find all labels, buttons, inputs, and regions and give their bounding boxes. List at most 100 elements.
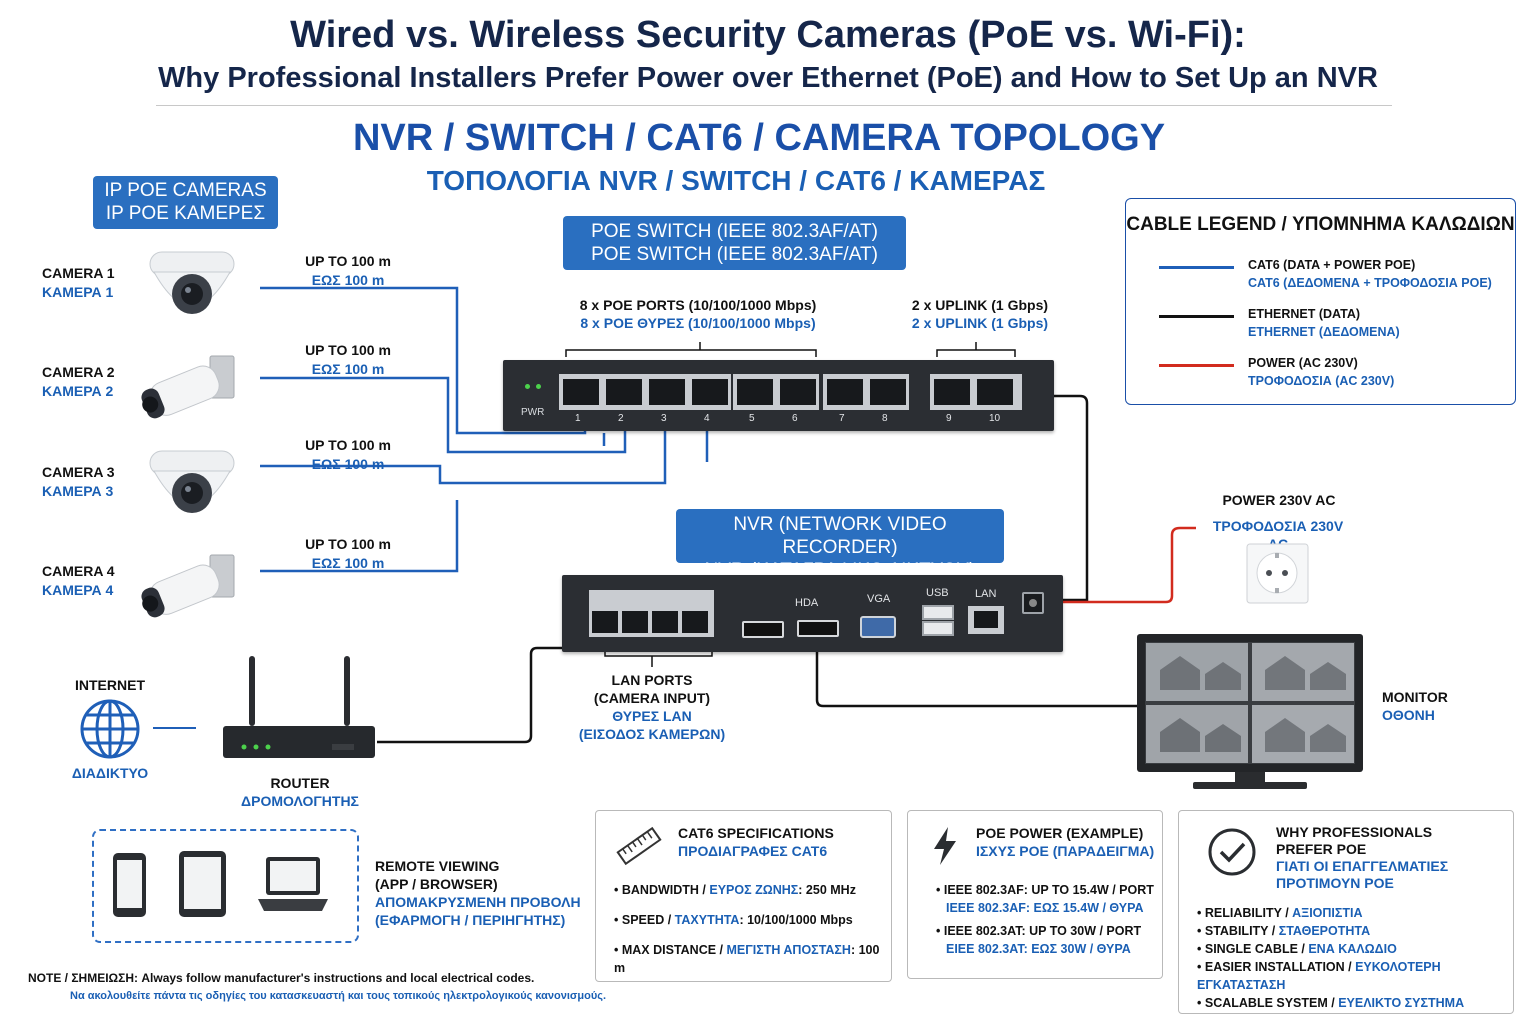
why-title-en1: WHY PROFESSIONALS <box>1276 824 1433 840</box>
port-number-label: 6 <box>792 413 798 424</box>
page-subtitle: Why Professional Installers Prefer Power… <box>158 62 1378 94</box>
switch-port-7[interactable] <box>827 379 863 405</box>
uplink-cable <box>1053 394 1089 602</box>
nvr-uplink-lan-port[interactable] <box>968 606 1004 634</box>
usb-port-2[interactable] <box>922 621 954 636</box>
switch-port-8[interactable] <box>870 379 906 405</box>
router-label: ROUTER ΔΡΟΜΟΛΟΓΗΤΗΣ <box>230 774 370 810</box>
lan-ports-en2: (CAMERA INPUT) <box>593 690 711 706</box>
monitor-en: MONITOR <box>1382 689 1448 705</box>
nvr-device: HDA VGA USB LAN <box>562 575 1063 652</box>
nvr-camera-port-4[interactable] <box>682 611 708 633</box>
port-number-label: 1 <box>575 413 581 424</box>
laptop-icon <box>258 857 328 911</box>
legend-swatch-power <box>1159 364 1234 367</box>
poe-ports-el: 8 x POE ΘΥΡΕΣ (10/100/1000 Mbps) <box>580 315 816 331</box>
legend-cat6-en: CAT6 (DATA + POWER POE) <box>1248 258 1416 272</box>
usb-port-1[interactable] <box>922 605 954 620</box>
distance-en: UP TO 100 m <box>305 536 391 552</box>
power-outlet-icon <box>1246 543 1309 604</box>
power-socket[interactable] <box>1022 592 1044 614</box>
internet-label-el: ΔΙΑΔΙΚΤΥΟ <box>71 765 149 781</box>
uplink-label: 2 x UPLINK (1 Gbps) 2 x UPLINK (1 Gbps) <box>900 296 1060 332</box>
nvr-camera-port-2[interactable] <box>622 611 648 633</box>
cable-legend: CABLE LEGEND / ΥΠΟΜΝΗΜΑ ΚΑΛΩΔΙΩΝ CAT6 (D… <box>1125 198 1516 405</box>
why-row-en: RELIABILITY / <box>1204 906 1293 920</box>
nvr-camera-port-3[interactable] <box>652 611 678 633</box>
nvr-label-en: NVR (NETWORK VIDEO RECORDER) <box>733 514 947 558</box>
camera-1-label: CAMERA 1 ΚΑΜΕΡΑ 1 <box>42 264 115 302</box>
switch-port-10[interactable] <box>977 379 1013 405</box>
cat6-row-en: BANDWIDTH / <box>621 883 710 897</box>
camera-2-distance: UP TO 100 m ΕΩΣ 100 m <box>288 341 408 379</box>
vga-label: VGA <box>867 593 891 605</box>
why-list: • RELIABILITY / ΑΞΙΟΠΙΣΤΙΑ • STABILITY /… <box>1197 904 1513 1012</box>
distance-el: ΕΩΣ 100 m <box>311 555 385 571</box>
camera-4-label: CAMERA 4 ΚΑΜΕΡΑ 4 <box>42 562 115 600</box>
poe-row-en: • IEEE 802.3AF: UP TO 15.4W / PORT <box>936 883 1154 897</box>
switch-port-9[interactable] <box>934 379 970 405</box>
power-label-en: POWER 230V AC <box>1222 492 1336 508</box>
port-hole <box>974 611 998 628</box>
monitor-label: MONITOR ΟΘΟΝΗ <box>1382 688 1448 724</box>
port-number-label: 5 <box>749 413 755 424</box>
port-number-label: 10 <box>989 413 1001 424</box>
legend-cat6-el: CAT6 (ΔΕΔΟΜΕΝΑ + ΤΡΟΦΟΔΟΣΙΑ POE) <box>1248 276 1492 290</box>
poe-title-el: ΙΣΧΥΣ POE (ΠΑΡΑΔΕΙΓΜΑ) <box>976 843 1155 859</box>
header-divider <box>156 105 1392 106</box>
camera-name-el: ΚΑΜΕΡΑ 2 <box>42 383 114 399</box>
camera-bullet-icon[interactable] <box>138 551 238 623</box>
why-row-el: ΕΥΚΟΛΟΤΕΡΗ ΕΓΚΑΤΑΣΤΑΣΗ <box>1197 960 1441 992</box>
hda-label: HDA <box>795 597 819 609</box>
legend-ethernet-en: ETHERNET (DATA) <box>1248 307 1361 321</box>
poe-at-el: EIEE 802.3AT: ΕΩΣ 30W / ΘΥΡΑ <box>946 942 1131 956</box>
legend-item-cat6: CAT6 (DATA + POWER POE) CAT6 (ΔΕΔΟΜΕΝΑ +… <box>1248 256 1492 292</box>
usb-label: USB <box>926 587 949 599</box>
cat6-specs-panel: CAT6 SPECIFICATIONS ΠΡΟΔΙΑΓΡΑΦΕΣ CAT6 • … <box>595 810 892 982</box>
switch-port-2[interactable] <box>606 379 642 405</box>
camera-dome-icon[interactable] <box>146 248 238 324</box>
checkmark-icon <box>1208 828 1256 876</box>
legend-swatch-cat6 <box>1159 266 1234 269</box>
camera-1-distance: UP TO 100 m ΕΩΣ 100 m <box>288 252 408 290</box>
nvr-camera-port-1[interactable] <box>592 611 618 633</box>
why-row-en: SINGLE CABLE / <box>1204 942 1309 956</box>
note-el: Να ακολουθείτε πάντα τις οδηγίες του κατ… <box>70 990 607 1002</box>
switch-port-4[interactable] <box>692 379 728 405</box>
switch-port-5[interactable] <box>737 379 773 405</box>
switch-port-6[interactable] <box>780 379 816 405</box>
remote-devices-box <box>92 829 359 943</box>
switch-label-el: POE SWITCH (IEEE 802.3AF/AT) <box>591 244 878 265</box>
camera-name-en: CAMERA 3 <box>42 464 115 480</box>
lan-label: LAN <box>975 588 997 600</box>
cat6-row-value: : 250 MHz <box>798 883 856 897</box>
switch-port-3[interactable] <box>649 379 685 405</box>
why-title-en2: PREFER POE <box>1276 841 1367 857</box>
vga-port[interactable] <box>860 616 896 638</box>
poe-title-en: POE POWER (EXAMPLE) <box>976 825 1144 841</box>
remote-el1: ΑΠΟΜΑΚΡΥΣΜΕΝΗ ΠΡΟΒΟΛΗ <box>375 894 581 910</box>
camera-bullet-icon[interactable] <box>138 352 238 424</box>
camera-dome-icon[interactable] <box>146 447 238 523</box>
lan-ports-el2: (ΕΙΣΟΔΟΣ ΚΑΜΕΡΩΝ) <box>578 726 726 742</box>
router-el: ΔΡΟΜΟΛΟΓΗΤΗΣ <box>241 793 359 809</box>
hdmi-port-2[interactable] <box>797 620 839 637</box>
topology-title-greek: ΤΟΠΟΛΟΓΙΑ NVR / SWITCH / CAT6 / ΚΑΜΕΡΑΣ <box>426 165 1046 196</box>
cat6-row-el: ΤΑΧΥΤΗΤΑ <box>674 913 740 927</box>
why-row-en: STABILITY / <box>1204 924 1279 938</box>
distance-en: UP TO 100 m <box>305 253 391 269</box>
distance-el: ΕΩΣ 100 m <box>311 361 385 377</box>
switch-port-1[interactable] <box>563 379 599 405</box>
cameras-header-en: IP POE CAMERAS <box>104 180 267 201</box>
hdmi-port-1[interactable] <box>742 621 784 638</box>
uplink-el: 2 x UPLINK (1 Gbps) <box>911 315 1049 331</box>
legend-ethernet-el: ETHERNET (ΔΕΔΟΜΕΝΑ) <box>1248 325 1400 339</box>
camera-name-en: CAMERA 2 <box>42 364 115 380</box>
monitor-el: ΟΘΟΝΗ <box>1382 707 1435 723</box>
topology-title: NVR / SWITCH / CAT6 / CAMERA TOPOLOGY <box>352 117 1166 159</box>
note-en: NOTE / ΣΗΜΕΙΩΣΗ: Always follow manufactu… <box>28 971 535 985</box>
poe-ports-bracket <box>565 342 817 357</box>
why-title: WHY PROFESSIONALS PREFER POE ΓΙΑΤΙ ΟΙ ΕΠ… <box>1276 824 1448 892</box>
uplink-en: 2 x UPLINK (1 Gbps) <box>911 297 1049 313</box>
